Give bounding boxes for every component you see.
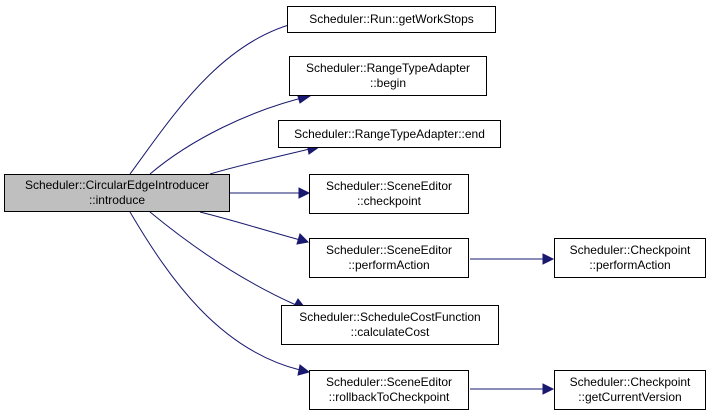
node-rangetypeadapter-begin[interactable]: Scheduler::RangeTypeAdapter ::begin (289, 56, 487, 96)
node-label-line: Scheduler::SceneEditor (325, 243, 453, 257)
arrowhead-n9 (542, 383, 555, 395)
node-label-line: ::introduce (88, 193, 146, 207)
node-schedulecostfunction-calculatecost[interactable]: Scheduler::ScheduleCostFunction ::calcul… (281, 305, 499, 345)
node-checkpoint-getcurrentversion[interactable]: Scheduler::Checkpoint ::getCurrentVersio… (554, 370, 706, 410)
edge-root-to-n5 (199, 211, 305, 242)
node-label-line: Scheduler::SceneEditor (325, 179, 453, 193)
node-label-line: Scheduler::SceneEditor (325, 375, 453, 389)
edge-root-to-n1 (129, 21, 301, 175)
node-sceneeditor-checkpoint[interactable]: Scheduler::SceneEditor ::checkpoint (309, 174, 469, 214)
edge-root-to-n3 (209, 146, 319, 175)
node-label-line: Scheduler::RangeTypeAdapter::end (294, 126, 485, 141)
arrowhead-n7 (297, 364, 311, 376)
node-run-getworkstops[interactable]: Scheduler::Run::getWorkStops (287, 6, 496, 33)
edge-root-to-n6 (149, 211, 297, 306)
edge-root-to-n2 (149, 95, 311, 175)
arrowhead-n5 (296, 233, 310, 245)
node-rangetypeadapter-end[interactable]: Scheduler::RangeTypeAdapter::end (278, 120, 501, 148)
arrowhead-n4 (298, 187, 311, 199)
node-checkpoint-performaction[interactable]: Scheduler::Checkpoint ::performAction (554, 238, 706, 278)
node-label-line: ::begin (369, 76, 407, 90)
node-circular-edge-introducer-introduce[interactable]: Scheduler::CircularEdgeIntroducer ::intr… (4, 174, 230, 212)
node-label-line: Scheduler::Run::getWorkStops (309, 12, 474, 26)
node-label-line: ::performAction (589, 258, 671, 272)
node-sceneeditor-performaction[interactable]: Scheduler::SceneEditor ::performAction (309, 238, 469, 278)
arrowhead-n8 (542, 253, 555, 265)
node-label-line: ::getCurrentVersion (578, 390, 682, 404)
node-label-line: Scheduler::Checkpoint (569, 243, 691, 257)
edge-root-to-n7 (129, 211, 301, 371)
node-label-line: Scheduler::Checkpoint (569, 375, 691, 389)
node-label-line: ::rollbackToCheckpoint (328, 390, 450, 404)
node-label-line: ::performAction (348, 258, 430, 272)
node-label-line: Scheduler::RangeTypeAdapter (305, 61, 471, 75)
node-label-line: Scheduler::ScheduleCostFunction (299, 310, 481, 324)
node-label-line: ::calculateCost (350, 325, 430, 339)
node-sceneeditor-rollbacktocheckpoint[interactable]: Scheduler::SceneEditor ::rollbackToCheck… (309, 370, 469, 410)
node-label-line: ::checkpoint (356, 194, 422, 208)
node-label-line: Scheduler::CircularEdgeIntroducer (24, 178, 210, 192)
